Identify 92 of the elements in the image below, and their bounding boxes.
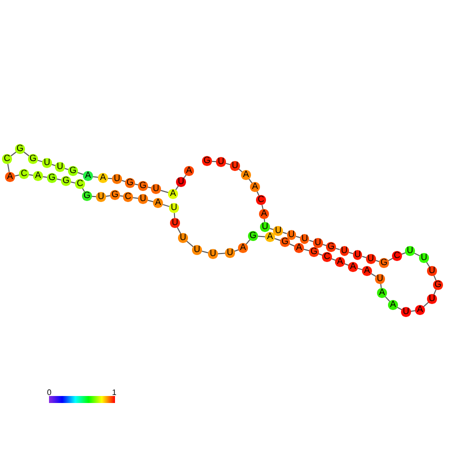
nucleotide-circle: A: [362, 266, 372, 276]
nucleotide-circle: U: [208, 249, 218, 259]
backbone-line: [274, 238, 281, 241]
nucleotide-circle: C: [2, 154, 12, 164]
nucleotide-circle: A: [33, 171, 43, 181]
nucleotide-circle: C: [123, 192, 133, 202]
nucleotide-circle: G: [433, 280, 443, 290]
nucleotide-circle: U: [286, 230, 296, 240]
nucleotide-circle: A: [153, 198, 163, 208]
nucleotide-circle: U: [366, 254, 376, 264]
nucleotide-circle: G: [61, 176, 71, 186]
nucleotide-circle: U: [96, 192, 106, 202]
nucleotide-circle: G: [202, 156, 212, 166]
nucleotide-circle: C: [19, 169, 29, 179]
nucleotide-circle: A: [83, 171, 93, 181]
nucleotide-circle: U: [401, 307, 411, 317]
backbone-line: [282, 232, 288, 234]
nucleotide-circle: U: [405, 246, 415, 256]
nucleotide-circle: G: [110, 190, 120, 200]
scale-label: 0: [47, 389, 52, 397]
backbone-line: [217, 252, 226, 254]
backbone-line: [162, 204, 170, 208]
nucleotide-circle: U: [42, 158, 52, 168]
backbone-line: [296, 236, 301, 238]
nucleotide-circle: G: [138, 181, 148, 191]
nucleotide-circle: U: [427, 266, 437, 276]
nucleotide-circle: G: [309, 247, 319, 257]
nucleotide-circle: G: [47, 173, 57, 183]
nucleotide-circle: U: [225, 248, 235, 258]
backbone-line: [92, 176, 99, 178]
nucleotide-circle: U: [138, 194, 148, 204]
scale-label: 1: [112, 389, 116, 397]
nucleotide-circle: A: [168, 189, 178, 199]
nucleotide-circle: U: [230, 161, 240, 171]
nucleotide-circle: U: [176, 177, 186, 187]
nucleotide-circle: U: [313, 238, 323, 248]
nucleotide-circle: G: [280, 237, 290, 247]
nucleotide-circle: G: [15, 144, 25, 154]
nucleotide-circle: U: [419, 253, 429, 263]
backbone-line: [77, 172, 84, 175]
nucleotide-circle: A: [348, 262, 358, 272]
nucleotide-circle: C: [256, 195, 266, 205]
nucleotide-circle: U: [375, 274, 385, 284]
backbone-line: [132, 197, 139, 199]
nucleotide-circle: C: [392, 251, 402, 261]
nucleotide-circle: A: [377, 288, 387, 298]
nucleotide-circle: U: [112, 174, 122, 184]
backbone-line: [348, 252, 354, 254]
backbone-line: [174, 212, 176, 219]
nucleotide-circle: U: [169, 203, 179, 213]
nucleotide-circle: U: [55, 162, 65, 172]
nucleotide-circle: A: [259, 209, 269, 219]
backbone-line: [42, 176, 48, 178]
nucleotide-circle: A: [335, 257, 345, 267]
nucleotide-circle: U: [178, 233, 188, 243]
nucleotide-circle: C: [322, 252, 332, 262]
nucleotide-circle: G: [28, 154, 38, 164]
nucleotide-circle: U: [192, 245, 202, 255]
nucleotide-circle: A: [265, 232, 275, 242]
nucleotide-circle: U: [260, 222, 270, 232]
backbone-line: [105, 195, 111, 197]
backbone-line: [257, 236, 266, 238]
nucleotide-circle: A: [238, 243, 248, 253]
nucleotide-circle: G: [125, 178, 135, 188]
backbone-line: [410, 310, 416, 312]
nucleotide-circle: A: [5, 172, 15, 182]
nucleotide-circle: A: [388, 300, 398, 310]
nucleotide-circle: G: [248, 231, 258, 241]
nucleotide-circle: A: [250, 182, 260, 192]
nucleotide-circle: A: [98, 173, 108, 183]
nucleotide-circle: A: [415, 305, 425, 315]
nucleotide-circle: G: [379, 258, 389, 268]
backbone-line: [380, 283, 382, 289]
nucleotide-circle: U: [273, 226, 283, 236]
nucleotide-circle: U: [340, 246, 350, 256]
nucleotide-circle: A: [184, 166, 194, 176]
backbone-line: [362, 256, 367, 258]
nucleotide-circle: U: [300, 234, 310, 244]
nucleotide-circle: U: [352, 250, 362, 260]
nucleotide-circle: A: [294, 243, 304, 253]
nucleotide-circle: A: [241, 170, 251, 180]
backbone-line: [28, 174, 34, 176]
nucleotide-circle: G: [326, 242, 336, 252]
nucleotide-circle: C: [75, 179, 85, 189]
nucleotide-circle: U: [427, 294, 437, 304]
nucleotide-circle: U: [216, 157, 226, 167]
nucleotide-circle: G: [68, 166, 78, 176]
nucleotide-circle: G: [82, 191, 92, 201]
backbone-line: [7, 163, 10, 173]
nucleotide-circle: U: [151, 184, 161, 194]
backbone-line: [175, 186, 179, 190]
nucleotide-circle: U: [170, 218, 180, 228]
